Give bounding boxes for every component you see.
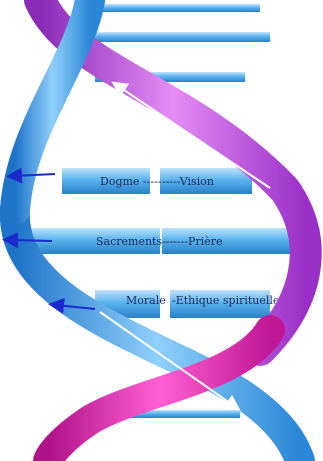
- rung-bottom-1: [120, 410, 240, 418]
- arrow-left-icon: [2, 232, 53, 249]
- rung-label-right: -Ethique spirituelle: [172, 294, 279, 307]
- rung-label-left: Sacrements----: [96, 235, 177, 248]
- rung-dogme-vision: Dogme ----- -----Vision: [62, 168, 252, 194]
- magenta-strand-lower: [33, 315, 285, 461]
- rung-label-right: -------Prière: [162, 235, 222, 248]
- rung-sacrements-priere: Sacrements---- -------Prière: [30, 228, 320, 254]
- rung-top-2: [80, 32, 270, 42]
- background-rungs: [80, 4, 270, 418]
- arrow-left-icon: [6, 167, 56, 184]
- rung-bar-right: [170, 290, 270, 318]
- flow-arrow-icon: [99, 311, 241, 411]
- rung-top-1: [85, 4, 260, 12]
- arrow-left-icon: [48, 297, 96, 314]
- rung-bar-right: [160, 168, 252, 194]
- rung-top-3: [95, 72, 245, 82]
- rung-label-left: Dogme -----: [100, 175, 162, 188]
- rung-label-right: -----Vision: [162, 175, 214, 188]
- rung-bar-left: [62, 168, 150, 194]
- rung-morale-ethique: Morale -Ethique spirituelle: [95, 290, 279, 318]
- rung-label-left: Morale: [126, 294, 166, 307]
- flow-arrow-icon: [111, 81, 271, 189]
